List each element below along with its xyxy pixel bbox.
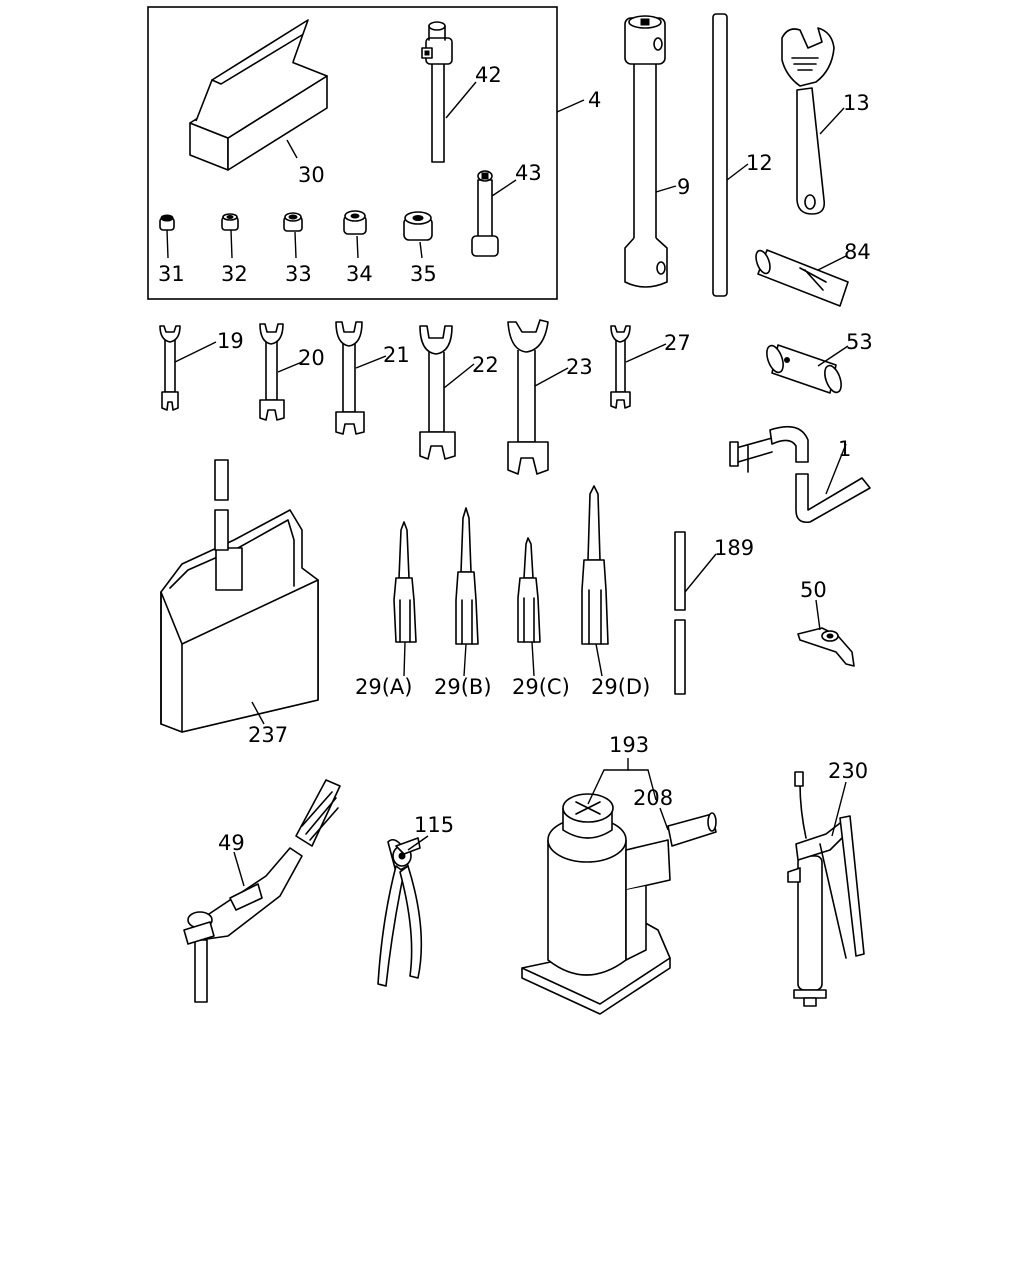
wrench-part-20 — [259, 323, 285, 421]
socket-part-35 — [403, 211, 433, 241]
socket-part-33 — [283, 212, 303, 232]
callout-29d: 29(D) — [591, 675, 650, 699]
callout-20: 20 — [298, 346, 325, 370]
callout-42: 42 — [475, 63, 502, 87]
callout-208: 208 — [633, 786, 673, 810]
tool-bag-part-237 — [160, 459, 319, 733]
adjustable-wrench-part-13 — [781, 27, 835, 215]
rod-part-189 — [674, 531, 686, 695]
jack-handle-part-1 — [729, 425, 871, 524]
callout-19: 19 — [217, 329, 244, 353]
screwdriver-part-29d — [581, 485, 609, 645]
callout-4: 4 — [588, 88, 601, 112]
extension-bar-part-43 — [471, 170, 499, 257]
bottle-jack-part-193 — [521, 793, 717, 1015]
callout-193: 193 — [609, 733, 649, 757]
callout-29c: 29(C) — [512, 675, 570, 699]
callout-1: 1 — [838, 437, 851, 461]
callout-12: 12 — [746, 151, 773, 175]
socket-part-34 — [343, 210, 367, 235]
tool-kit-frame — [147, 6, 558, 300]
callout-35: 35 — [410, 262, 437, 286]
wrench-part-19 — [159, 325, 181, 411]
screwdriver-part-29b — [455, 507, 479, 645]
callout-34: 34 — [346, 262, 373, 286]
wrench-part-21 — [335, 321, 365, 435]
callout-32: 32 — [221, 262, 248, 286]
callout-53: 53 — [846, 330, 873, 354]
wheel-nut-wrench-part-9 — [624, 15, 668, 288]
socket-part-32 — [221, 213, 239, 231]
clamp-part-50 — [797, 627, 855, 667]
brake-adjuster-part-49 — [183, 779, 341, 1003]
callout-115: 115 — [414, 813, 454, 837]
grease-gun-part-230 — [787, 771, 865, 1007]
screwdriver-part-29c — [517, 537, 541, 643]
callout-43: 43 — [515, 161, 542, 185]
tube-part-84 — [755, 249, 849, 307]
callout-21: 21 — [383, 343, 410, 367]
callout-29a: 29(A) — [355, 675, 412, 699]
screwdriver-part-29a — [393, 521, 417, 643]
leader-lines — [166, 81, 849, 887]
wrench-part-23 — [507, 319, 549, 475]
callout-31: 31 — [158, 262, 185, 286]
socket-part-53 — [766, 344, 842, 394]
callout-33: 33 — [285, 262, 312, 286]
bar-part-12 — [712, 13, 728, 297]
callout-22: 22 — [472, 353, 499, 377]
callout-labels: 4 30 42 43 31 32 33 34 35 9 12 13 84 53 … — [158, 63, 873, 855]
callout-13: 13 — [843, 91, 870, 115]
callout-84: 84 — [844, 240, 871, 264]
socket-part-31 — [159, 214, 175, 231]
socket-handle-part-42 — [421, 21, 453, 163]
callout-27: 27 — [664, 331, 691, 355]
callout-29b: 29(B) — [434, 675, 492, 699]
pliers-part-115 — [377, 837, 423, 987]
tool-box-part-30 — [189, 19, 328, 171]
callout-9: 9 — [677, 175, 690, 199]
callout-30: 30 — [298, 163, 325, 187]
callout-237: 237 — [248, 723, 288, 747]
callout-49: 49 — [218, 831, 245, 855]
callout-230: 230 — [828, 759, 868, 783]
wrench-part-27 — [610, 325, 631, 409]
callout-50: 50 — [800, 578, 827, 602]
wrench-part-22 — [419, 325, 456, 460]
callout-23: 23 — [566, 355, 593, 379]
callout-189: 189 — [714, 536, 754, 560]
